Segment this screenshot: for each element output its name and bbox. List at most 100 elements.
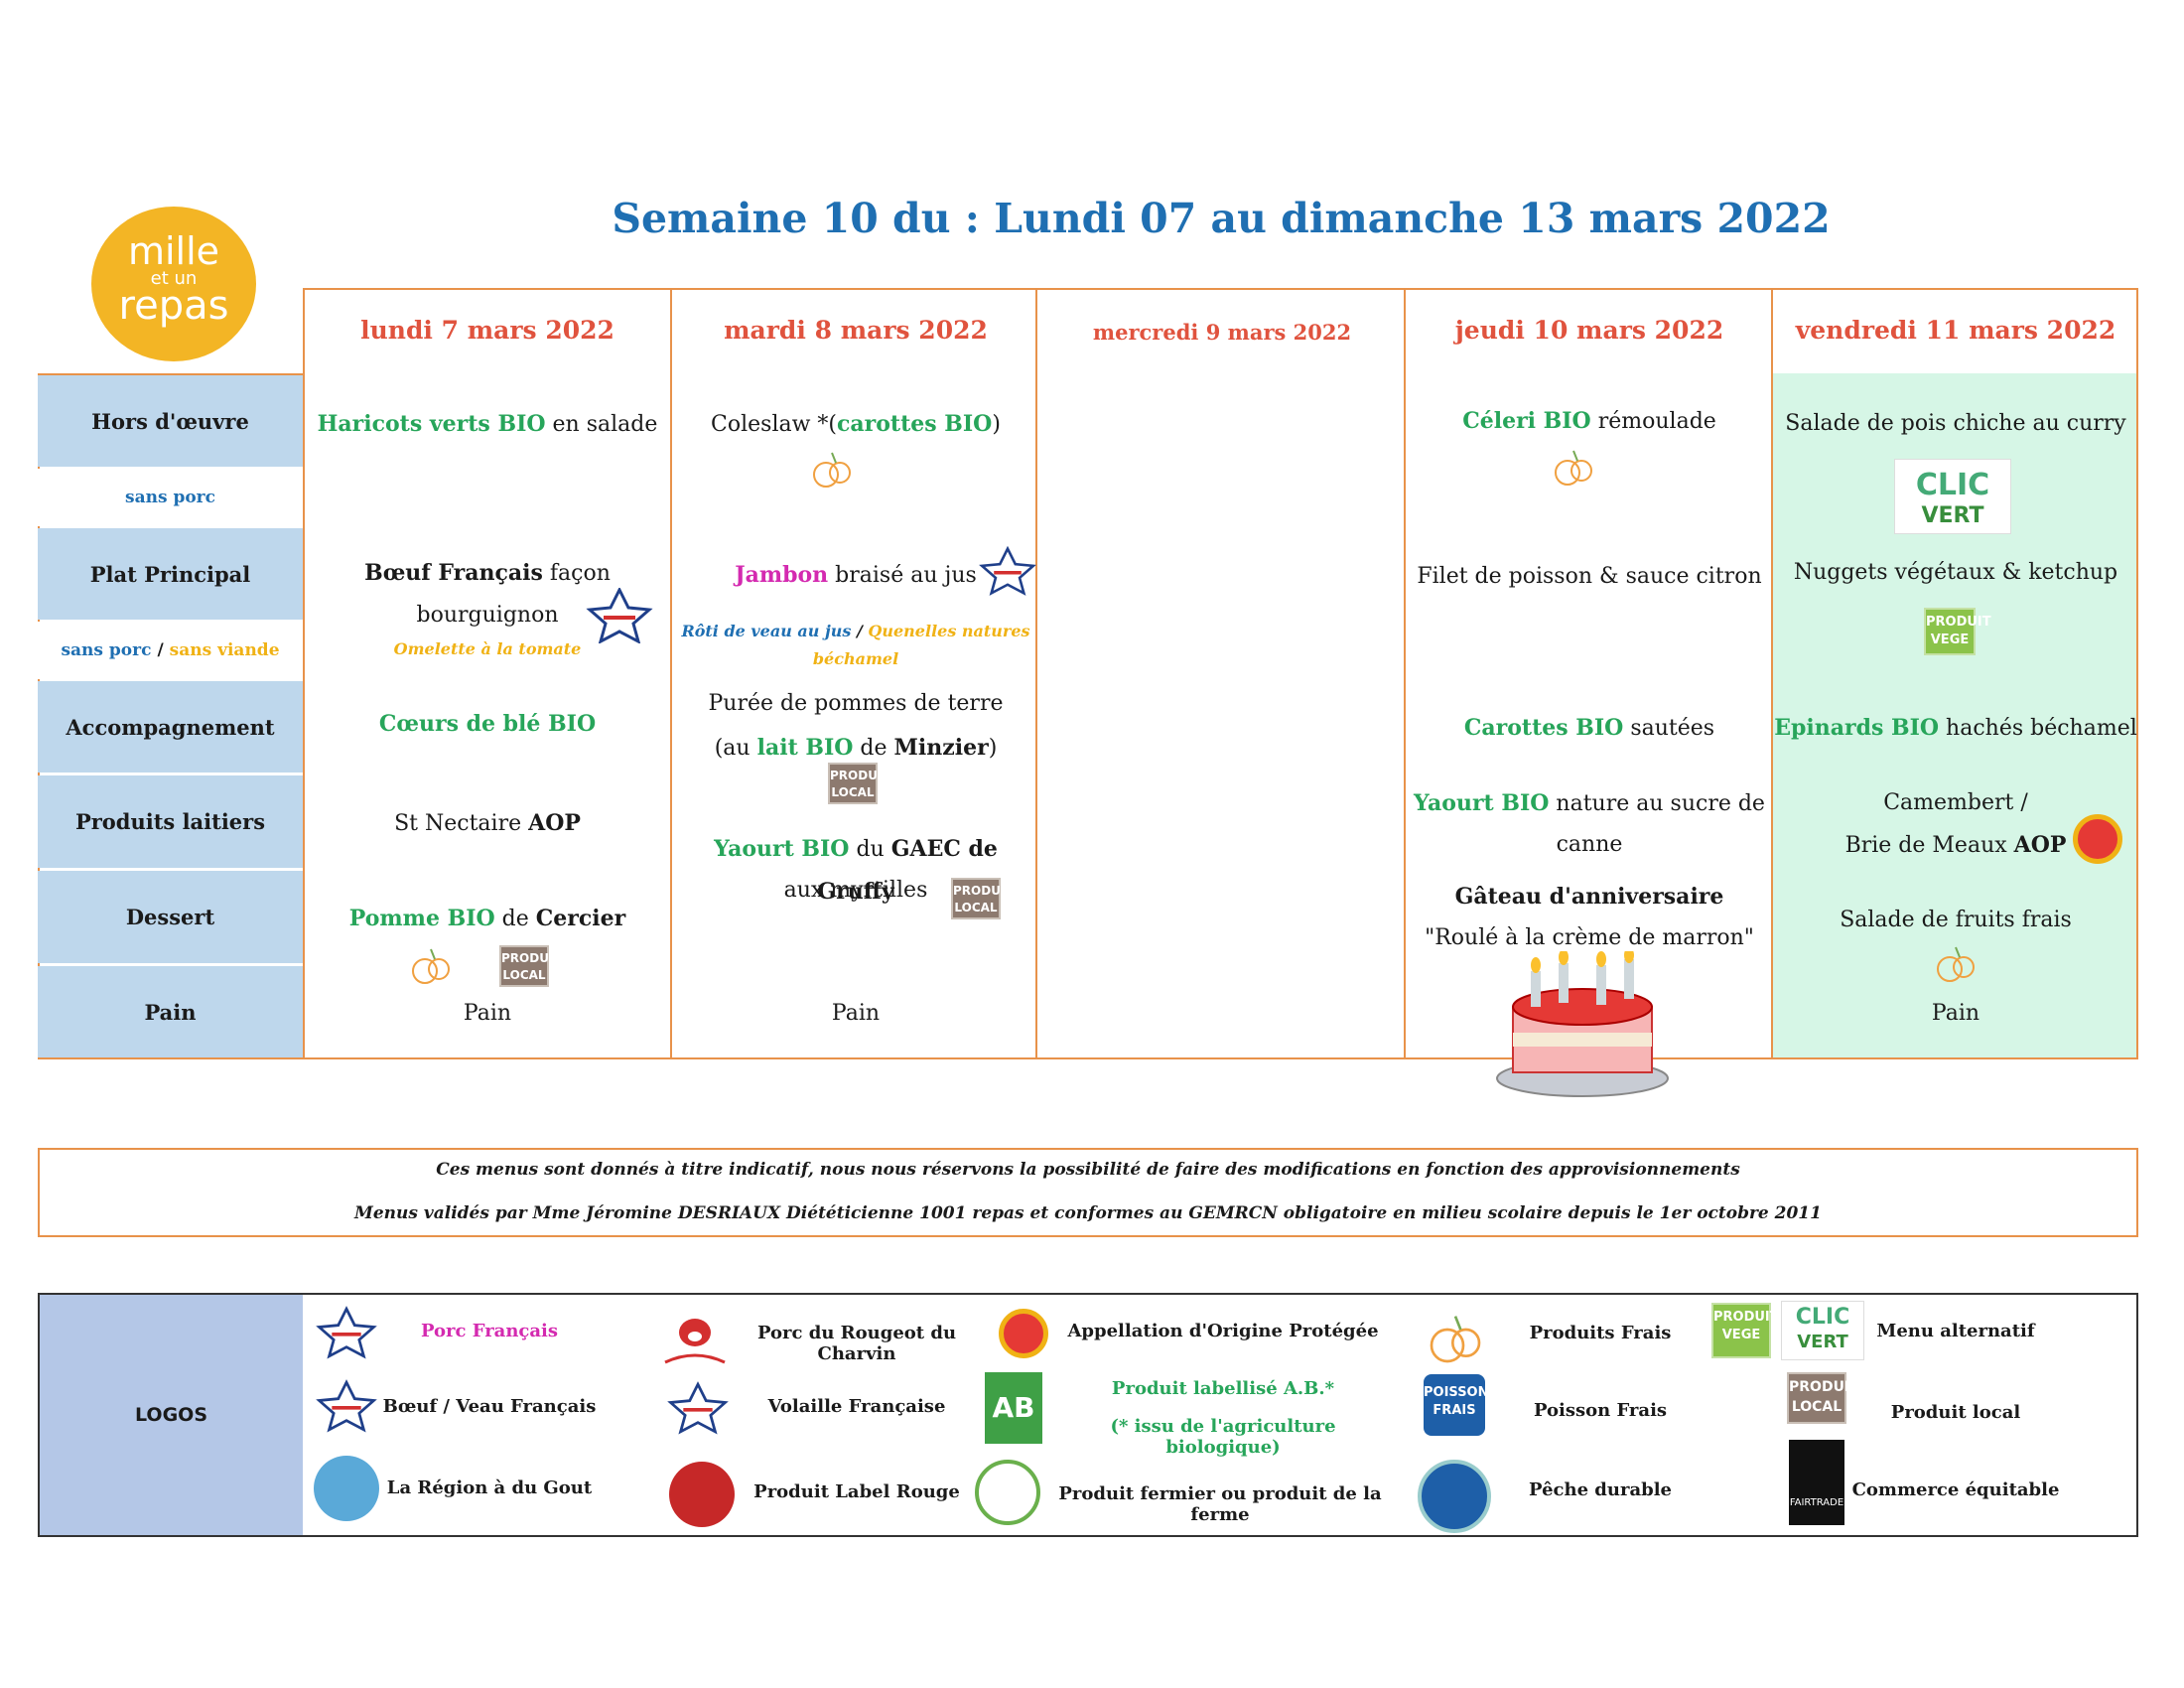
legend-fermier: Produit fermier ou produit de la ferme	[1058, 1483, 1382, 1525]
tue-accompagnement-2: (au lait BIO de Minzier)	[714, 735, 998, 761]
cat-accompagnement: Accompagnement	[38, 681, 303, 773]
produit-fermier-icon	[975, 1460, 1040, 1525]
cat-alternatives: sans porc / sans viande	[38, 622, 303, 679]
thu-accompagnement: Carottes BIO sautées	[1463, 715, 1715, 741]
fri-laitiers-1: Camembert /	[1883, 790, 2028, 815]
peche-durable-icon	[1418, 1460, 1491, 1533]
mon-dessert: Pomme BIO de Cercier	[348, 906, 626, 931]
disclaimer-box: Ces menus sont donnés à titre indicatif,…	[38, 1148, 2138, 1237]
legend-label-rouge: Produit Label Rouge	[753, 1481, 960, 1502]
tue-laitiers-2: aux myrtilles	[783, 878, 928, 903]
mon-plat: Bœuf Français façon bourguignon	[364, 560, 611, 628]
disclaimer-line-1: Ces menus sont donnés à titre indicatif,…	[436, 1160, 1740, 1180]
mon-alternative: Omelette à la tomate	[393, 639, 582, 658]
mille-et-un-repas-logo: mille et un repas	[91, 207, 256, 361]
volaille-francaise-icon	[667, 1381, 729, 1435]
day-wednesday: mercredi 9 mars 2022	[1092, 320, 1352, 345]
cat-dessert: Dessert	[38, 871, 303, 963]
tue-laitiers: Yaourt BIO du GAEC de Gruffy	[714, 836, 998, 905]
tue-hors-doeuvre: Coleslaw *(carottes BIO)	[711, 411, 1001, 437]
col-tuesday	[303, 288, 1037, 1059]
day-thursday: jeudi 10 mars 2022	[1454, 316, 1724, 345]
mon-hors-doeuvre: Haricots verts BIO en salade	[317, 411, 658, 437]
col-wednesday	[303, 288, 1406, 1059]
thu-plat: Filet de poisson & sauce citron	[1417, 564, 1762, 589]
boeuf-francais-icon	[586, 588, 653, 643]
tue-pain: Pain	[831, 1001, 881, 1026]
produits-frais-icon	[1555, 450, 1592, 486]
fri-hors-doeuvre: Salade de pois chiche au curry	[1785, 411, 2126, 436]
fairtrade-icon: FAIRTRADE	[1789, 1440, 1844, 1525]
cat-hors-doeuvre: Hors d'œuvre	[38, 375, 303, 467]
cat-plat-principal: Plat Principal	[38, 528, 303, 620]
logo-line1: mille	[127, 229, 220, 273]
thu-laitiers: Yaourt BIO nature au sucre de	[1414, 790, 1765, 816]
thu-dessert-1: Gâteau d'anniversaire	[1454, 884, 1724, 910]
legend-poisson-frais: Poisson Frais	[1533, 1400, 1668, 1421]
logo-line3: repas	[118, 283, 229, 329]
cat-slash: /	[157, 640, 164, 660]
legend-ab-1: Produit labellisé A.B.*	[1111, 1378, 1335, 1399]
legend-volaille: Volaille Française	[767, 1396, 946, 1417]
porc-francais-icon	[979, 545, 1036, 596]
logo-line2: et un	[150, 268, 198, 289]
mon-pain: Pain	[463, 1001, 512, 1026]
fri-pain: Pain	[1931, 1001, 1980, 1026]
fri-laitiers-2: Brie de Meaux AOP	[1844, 832, 2067, 858]
region-gout-icon	[314, 1456, 379, 1521]
logos-legend	[38, 1293, 2138, 1537]
cat-sans-viande: sans viande	[169, 640, 280, 660]
legend-region-gout: La Région à du Gout	[386, 1477, 593, 1498]
legend-aop: Appellation d'Origine Protégée	[1067, 1321, 1379, 1341]
mon-accompagnement: Cœurs de blé BIO	[378, 711, 597, 737]
cat-pain: Pain	[38, 966, 303, 1057]
disclaimer-line-2: Menus validés par Mme Jéromine DESRIAUX …	[354, 1203, 1822, 1223]
col-monday	[303, 288, 672, 1059]
legend-produits-frais: Produits Frais	[1529, 1323, 1672, 1343]
fri-dessert: Salade de fruits frais	[1840, 908, 2072, 932]
thu-laitiers-2: canne	[1556, 832, 1623, 857]
produits-frais-icon	[1937, 946, 1975, 982]
legend-boeuf-francais: Bœuf / Veau Français	[382, 1396, 597, 1417]
legend-ab-2: (* issu de l'agriculture biologique)	[1110, 1416, 1336, 1458]
mon-laitiers: St Nectaire AOP	[394, 810, 581, 836]
legend-porc-francais: Porc Français	[420, 1321, 559, 1341]
legend-header: LOGOS	[40, 1295, 303, 1535]
tue-accompagnement-1: Purée de pommes de terre	[708, 691, 1004, 716]
legend-menu-alternatif: Menu alternatif	[1876, 1321, 2035, 1341]
cat-sans-porc-2: sans porc	[61, 640, 152, 660]
legend-peche-durable: Pêche durable	[1529, 1479, 1672, 1500]
legend-rougeot: Porc du Rougeot du Charvin	[756, 1323, 957, 1364]
thu-dessert-2: "Roulé à la crème de marron"	[1425, 925, 1754, 950]
fri-accompagnement: Epinards BIO hachés béchamel	[1774, 715, 2137, 741]
boeuf-francais-icon	[316, 1379, 377, 1433]
cat-sans-porc: sans porc	[38, 469, 303, 526]
porc-francais-icon	[316, 1306, 377, 1359]
rougeot-charvin-icon	[664, 1319, 726, 1364]
aop-icon	[2073, 814, 2122, 864]
legend-produit-local: Produit local	[1890, 1402, 2021, 1423]
legend-commerce-equitable: Commerce équitable	[1851, 1479, 2060, 1500]
day-tuesday: mardi 8 mars 2022	[724, 316, 988, 345]
birthday-cake-icon	[1496, 951, 1669, 1097]
tue-plat: Jambon braisé au jus	[735, 562, 977, 588]
cat-produits-laitiers: Produits laitiers	[38, 775, 303, 868]
label-rouge-icon	[669, 1462, 735, 1527]
aop-icon	[999, 1309, 1048, 1358]
day-monday: lundi 7 mars 2022	[360, 316, 614, 345]
agriculture-biologique-icon: AB	[985, 1372, 1042, 1444]
produits-frais-icon	[1430, 1316, 1481, 1363]
thu-hors-doeuvre: Céleri BIO rémoulade	[1462, 408, 1716, 434]
col-thursday	[303, 288, 1773, 1059]
produits-frais-icon	[412, 948, 450, 984]
